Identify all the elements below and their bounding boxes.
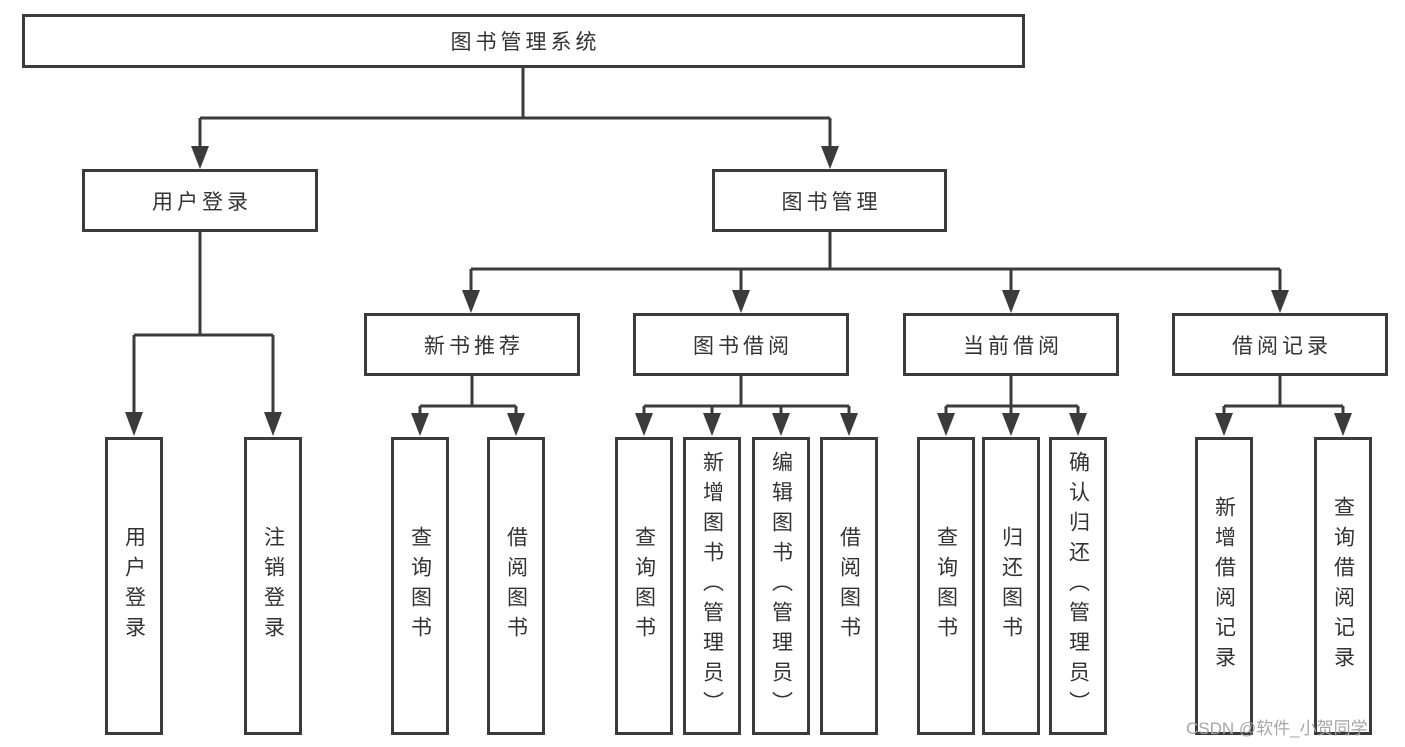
arrowhead-icon [772,413,790,436]
node-user-login: 用户登录 [82,169,318,232]
arrowhead-icon [1334,413,1352,436]
arrowhead-icon [732,290,750,313]
leaf-label: 新增图书（管理员） [700,451,724,721]
leaf-borrow-books-recommend: 借阅图书 [487,437,545,735]
leaf-query-books-borrow: 查询图书 [615,437,673,735]
connector-book-management-to-level2 [462,232,1289,313]
connector-user-login-to-leaves [125,232,282,436]
leaf-borrow-books: 借阅图书 [820,437,878,735]
leaf-query-borrow-record: 查询借阅记录 [1314,437,1372,735]
leaf-label: 借阅图书 [837,526,861,646]
leaf-label: 归还图书 [999,526,1023,646]
arrowhead-icon [937,413,955,436]
leaf-return-book: 归还图书 [982,437,1040,735]
arrowhead-icon [264,412,282,436]
leaf-label: 查询借阅记录 [1331,496,1355,676]
connector-new-books-to-leaves [411,376,525,436]
node-current-borrowing: 当前借阅 [903,313,1119,376]
leaf-confirm-return-admin: 确认归还（管理员） [1049,437,1107,735]
connector-root-to-level1 [191,68,839,169]
node-borrow-records: 借阅记录 [1172,313,1388,376]
arrowhead-icon [125,412,143,436]
node-book-borrowing: 图书借阅 [633,313,849,376]
connector-current-borrow-to-leaves [937,376,1087,436]
leaf-label: 注销登录 [261,526,285,646]
leaf-query-books-current: 查询图书 [917,437,975,735]
arrowhead-icon [411,413,429,436]
arrowhead-icon [1002,413,1020,436]
arrowhead-icon [191,146,209,169]
leaf-label: 借阅图书 [504,526,528,646]
leaf-label: 编辑图书（管理员） [769,451,793,721]
watermark: CSDN @软件_小贺同学 [1186,719,1368,738]
leaf-query-books-recommend: 查询图书 [391,437,449,735]
leaf-label: 查询图书 [934,526,958,646]
leaf-edit-book-admin: 编辑图书（管理员） [752,437,810,735]
node-new-book-recommend: 新书推荐 [364,313,580,376]
connector-borrow-records-to-leaves [1215,376,1352,436]
node-library-system: 图书管理系统 [22,14,1025,68]
arrowhead-icon [507,413,525,436]
leaf-label: 新增借阅记录 [1212,496,1236,676]
leaf-add-book-admin: 新增图书（管理员） [683,437,741,735]
arrowhead-icon [840,413,858,436]
arrowhead-icon [635,413,653,436]
leaf-add-borrow-record: 新增借阅记录 [1195,437,1253,735]
leaf-user-login: 用户登录 [105,437,163,735]
arrowhead-icon [1002,290,1020,313]
leaf-logout: 注销登录 [244,437,302,735]
leaf-label: 查询图书 [632,526,656,646]
leaf-label: 查询图书 [408,526,432,646]
arrowhead-icon [1271,290,1289,313]
arrowhead-icon [821,146,839,169]
leaf-label: 用户登录 [122,526,146,646]
connector-book-borrow-to-leaves [635,376,858,436]
arrowhead-icon [1215,413,1233,436]
arrowhead-icon [1069,413,1087,436]
node-book-management: 图书管理 [712,169,947,232]
arrowhead-icon [703,413,721,436]
leaf-label: 确认归还（管理员） [1066,451,1090,721]
arrowhead-icon [462,290,480,313]
